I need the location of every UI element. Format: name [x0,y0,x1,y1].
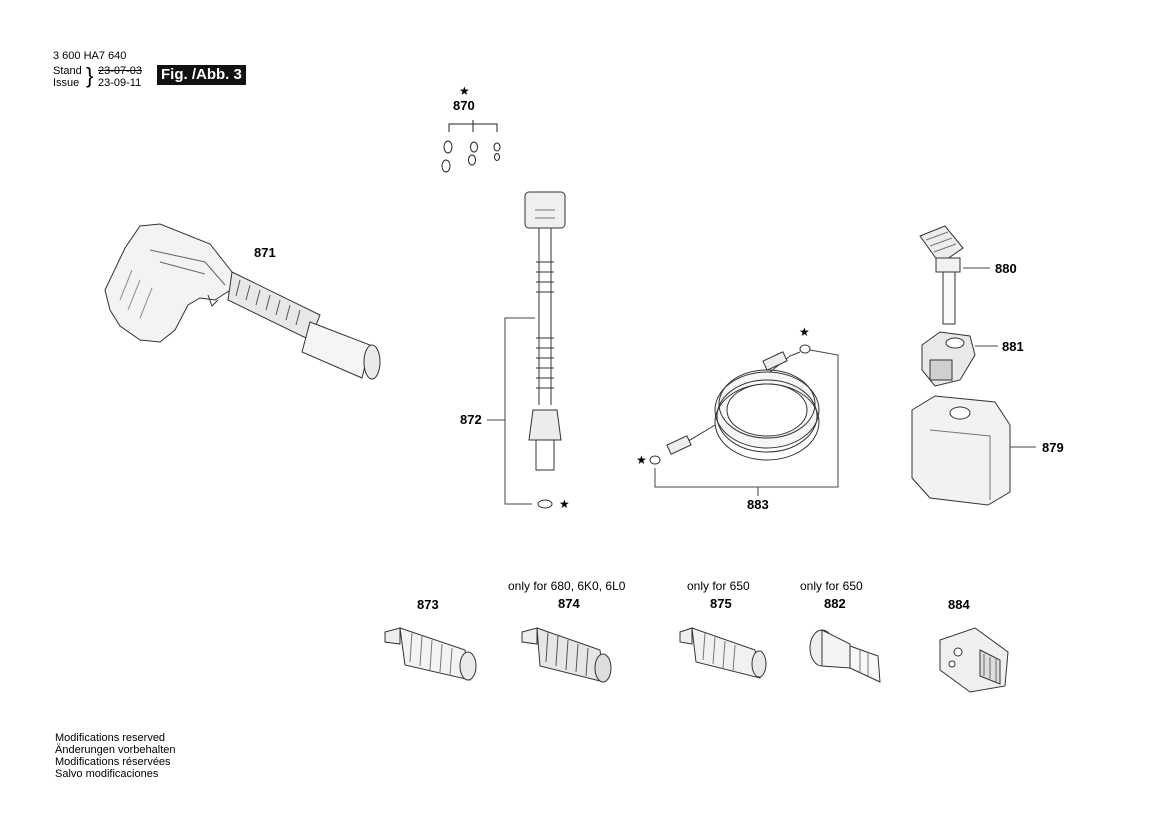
spray-gun-icon [104,223,381,380]
footer-line-4: Salvo modificaciones [55,768,159,780]
nozzle-875-icon [679,627,767,679]
footer-line-1: Modifications reserved [55,732,166,744]
footer-line-3: Modifications réservées [55,756,171,768]
part-number-870: 870 [453,98,475,113]
adapter-882-icon [809,629,881,683]
note-874: only for 680, 6K0, 6L0 [508,579,626,593]
part-number-872: 872 [460,412,482,427]
stand-label: Stand [53,65,82,77]
part-number-873: 873 [417,597,439,612]
brace-icon: } [86,63,94,88]
note-875: only for 650 [687,579,750,593]
part-number-884: 884 [948,597,970,612]
part-number-874: 874 [558,596,580,611]
part-number-879: 879 [1042,440,1064,455]
star-icon-870: ★ [459,84,470,98]
hose-icon [649,344,820,465]
detergent-nozzle-icon [919,225,964,325]
part-number-871: 871 [254,245,276,260]
part-number-883: 883 [747,497,769,512]
part-number-880: 880 [995,261,1017,276]
part-number-875: 875 [710,596,732,611]
o-ring-set-icon [441,120,501,173]
lance-bracket-line [504,317,535,505]
figure-label: Fig. /Abb. 3 [157,65,246,85]
coupling-884-icon [939,627,1009,693]
detergent-tank-icon [911,395,1011,506]
star-icon-883-top: ★ [799,325,810,339]
lance-icon [524,191,566,509]
hose-bracket-line [654,349,839,488]
note-882: only for 650 [800,579,863,593]
star-icon-883-left: ★ [636,453,647,467]
stand-date: 23-07-03 [98,65,143,77]
footer-line-2: Änderungen vorbehalten [55,744,176,756]
star-icon-872: ★ [559,497,570,511]
issue-label: Issue [53,77,80,89]
nozzle-874-icon [521,627,612,683]
nozzle-873-icon [384,627,477,681]
issue-date: 23-09-11 [98,77,142,89]
doc-number: 3 600 HA7 640 [53,50,127,62]
tank-cap-icon [921,331,976,387]
part-number-882: 882 [824,596,846,611]
part-number-881: 881 [1002,339,1024,354]
